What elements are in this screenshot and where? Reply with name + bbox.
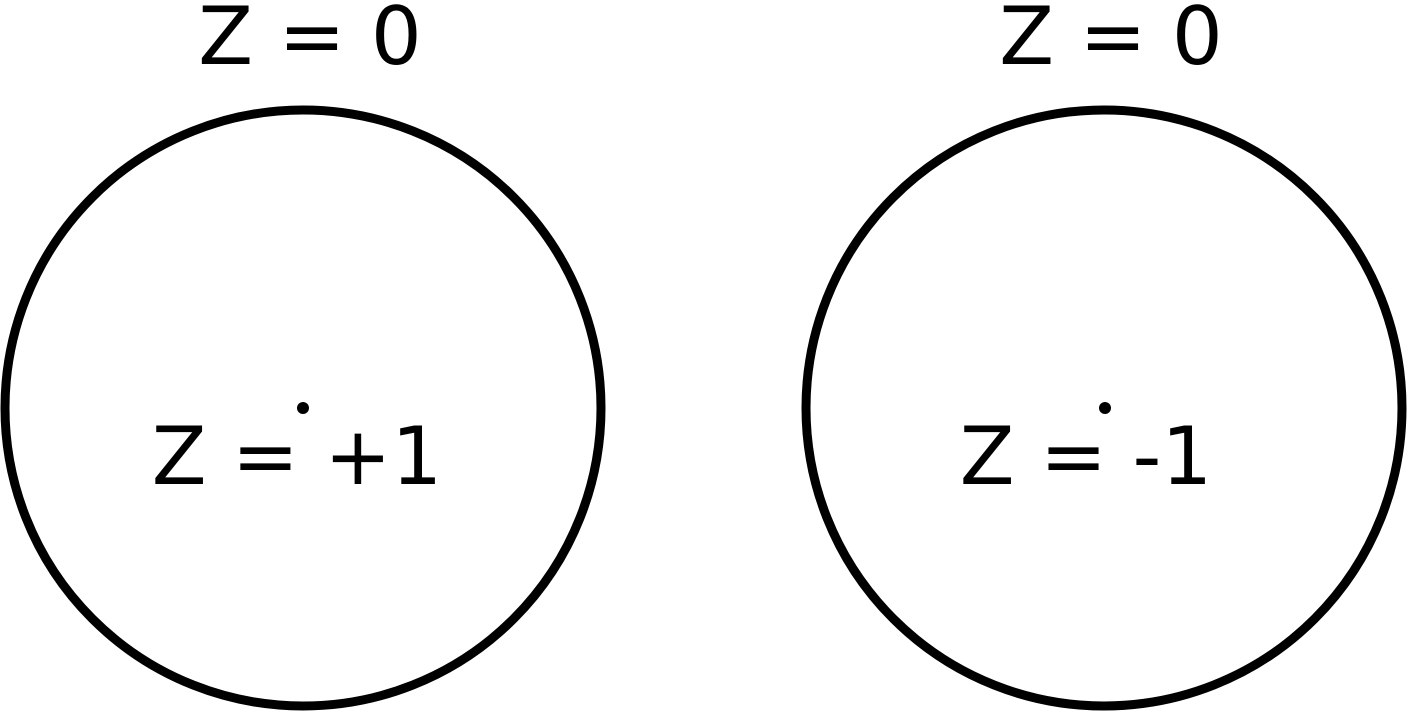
- panel-right-top-label: Z = 0: [999, 0, 1223, 83]
- panel-left-center-label: Z = +1: [152, 410, 443, 503]
- panel-left-top-label: Z = 0: [198, 0, 422, 83]
- panel-left: Z = 0 Z = +1: [0, 0, 606, 711]
- panel-right-center-label: Z = -1: [960, 410, 1212, 503]
- panel-left-center-point: [297, 402, 309, 414]
- panel-right-center-point: [1099, 402, 1111, 414]
- panel-right-circle: [801, 105, 1407, 711]
- panel-left-circle: [0, 105, 606, 711]
- panel-right: Z = 0 Z = -1: [801, 0, 1407, 711]
